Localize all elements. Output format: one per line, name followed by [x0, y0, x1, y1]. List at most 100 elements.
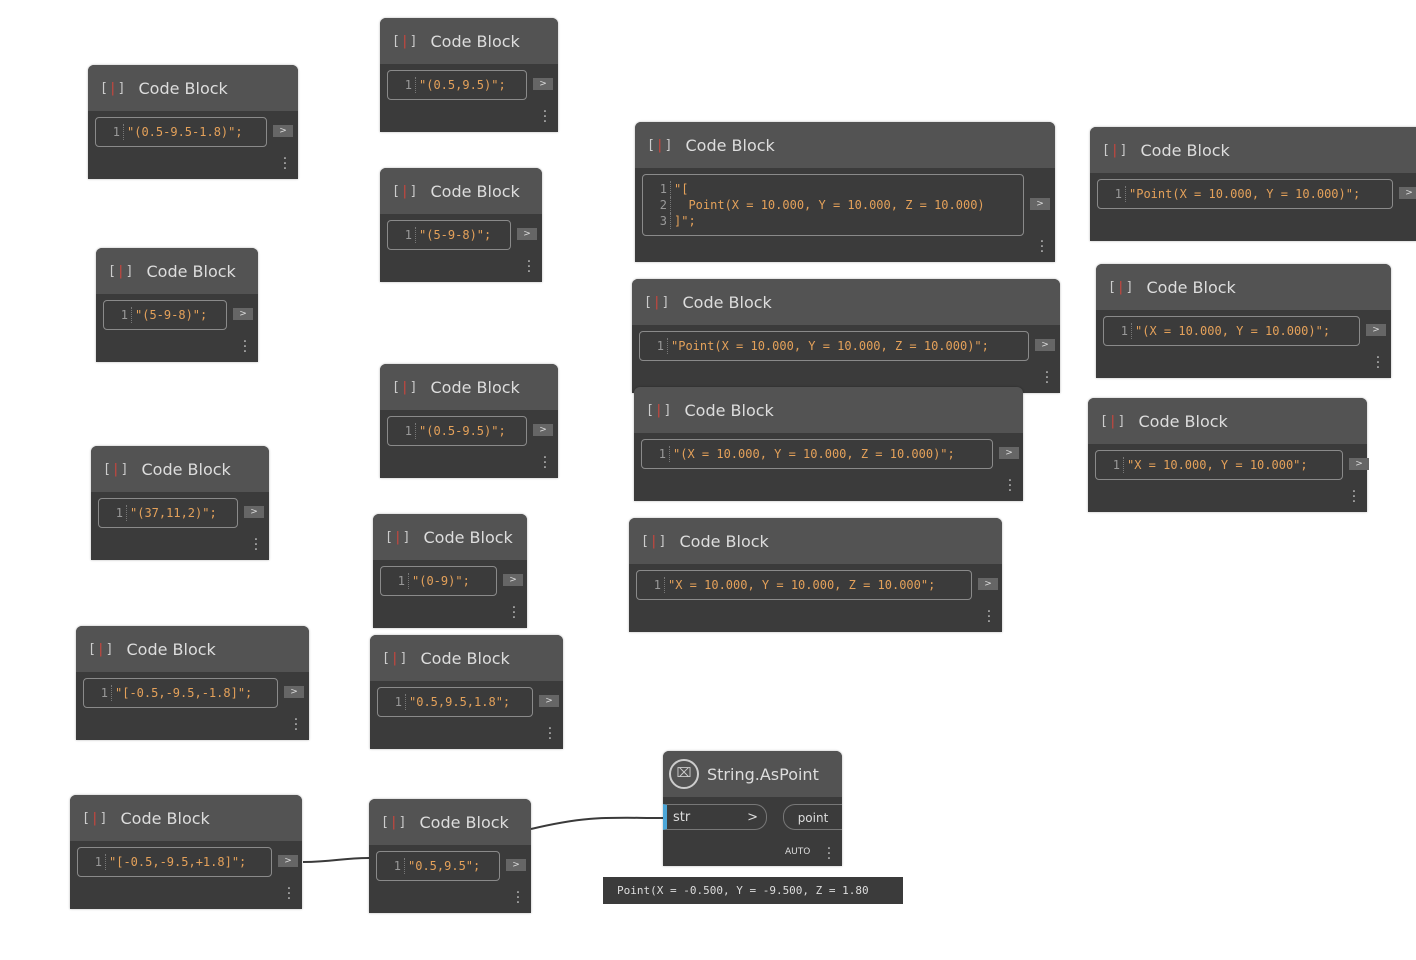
geometry-node-icon: ⌧	[669, 759, 699, 789]
node-menu-icon[interactable]: ···	[986, 604, 992, 630]
output-port[interactable]: >	[1035, 339, 1055, 351]
code-block-node[interactable]: [|]Code Block 1"(X = 10.000, Y = 10.000)…	[1096, 264, 1391, 378]
code-block-node[interactable]: [|]Code Block 1"X = 10.000, Y = 10.000, …	[629, 518, 1002, 632]
node-header[interactable]: ⌧ String.AsPoint	[663, 751, 842, 797]
node-header[interactable]: [|]Code Block	[380, 168, 542, 214]
node-header[interactable]: [|]Code Block	[370, 635, 563, 681]
node-menu-icon[interactable]: ···	[826, 841, 832, 867]
output-port[interactable]: >	[278, 855, 298, 867]
output-port-point[interactable]: point	[783, 804, 842, 830]
code-editor[interactable]: 1"0.5,9.5,1.8";	[377, 687, 533, 717]
node-header[interactable]: [|]Code Block	[629, 518, 1002, 564]
code-editor[interactable]: 1"(X = 10.000, Y = 10.000)";	[1103, 316, 1360, 346]
output-port[interactable]: >	[533, 78, 553, 90]
node-header[interactable]: [|]Code Block	[635, 122, 1055, 168]
output-port[interactable]: >	[503, 574, 523, 586]
node-menu-icon[interactable]: ···	[542, 450, 548, 476]
node-menu-icon[interactable]: ···	[1044, 365, 1050, 391]
node-menu-icon[interactable]: ···	[511, 600, 517, 626]
code-block-node[interactable]: [|]Code Block 1"(37,11,2)"; > ···	[91, 446, 269, 560]
output-port[interactable]: >	[1399, 187, 1416, 199]
output-port[interactable]: >	[978, 578, 998, 590]
code-block-node[interactable]: [|]Code Block 1"(0.5-9.5-1.8)"; > ···	[88, 65, 298, 179]
node-menu-icon[interactable]: ···	[526, 254, 532, 280]
node-menu-icon[interactable]: ···	[1039, 234, 1045, 260]
node-header[interactable]: [|]Code Block	[88, 65, 298, 111]
node-header[interactable]: [|]Code Block	[373, 514, 527, 560]
node-menu-icon[interactable]: ···	[1414, 214, 1416, 238]
code-block-node[interactable]: [|]Code Block 1"0.5,9.5"; > ···	[369, 799, 531, 913]
output-port[interactable]: >	[233, 308, 253, 320]
node-menu-icon[interactable]: ···	[1007, 473, 1013, 499]
code-editor[interactable]: 1"[-0.5,-9.5,-1.8]";	[83, 678, 278, 708]
node-menu-icon[interactable]: ···	[547, 721, 553, 747]
code-editor[interactable]: 1"(0.5-9.5-1.8)";	[95, 117, 267, 147]
code-block-node[interactable]: [|]Code Block 1"(0.5,9.5)"; > ···	[380, 18, 558, 132]
node-header[interactable]: [|]Code Block	[91, 446, 269, 492]
node-header[interactable]: [|]Code Block	[1088, 398, 1367, 444]
node-header[interactable]: [|]Code Block	[1090, 127, 1416, 173]
code-block-node[interactable]: [|]Code Block 1"Point(X = 10.000, Y = 10…	[1090, 127, 1416, 241]
code-editor[interactable]: 1"(0.5,9.5)";	[387, 70, 527, 100]
output-port[interactable]: >	[244, 506, 264, 518]
code-editor[interactable]: 1"[2 Point(X = 10.000, Y = 10.000, Z = 1…	[642, 174, 1024, 236]
code-editor[interactable]: 1"Point(X = 10.000, Y = 10.000, Z = 10.0…	[639, 331, 1029, 361]
output-port[interactable]: >	[1366, 324, 1386, 336]
node-header[interactable]: [|]Code Block	[634, 387, 1023, 433]
code-editor[interactable]: 1"(5-9-8)";	[387, 220, 511, 250]
output-port[interactable]: >	[1349, 458, 1369, 470]
node-menu-icon[interactable]: ···	[542, 104, 548, 130]
output-port[interactable]: >	[1030, 198, 1050, 210]
output-port[interactable]: >	[517, 228, 537, 240]
output-port[interactable]: >	[506, 859, 526, 871]
code-block-node[interactable]: [|]Code Block 1"[-0.5,-9.5,+1.8]"; > ···	[70, 795, 302, 909]
node-header[interactable]: [|]Code Block	[632, 279, 1060, 325]
node-header[interactable]: [|]Code Block	[76, 626, 309, 672]
input-port-str[interactable]: str >	[663, 804, 767, 830]
code-line: 1"Point(X = 10.000, Y = 10.000, Z = 10.0…	[640, 338, 1020, 354]
output-port[interactable]: >	[999, 447, 1019, 459]
code-editor[interactable]: 1"(37,11,2)";	[98, 498, 238, 528]
output-port[interactable]: >	[539, 695, 559, 707]
code-block-node[interactable]: [|]Code Block 1"[2 Point(X = 10.000, Y =…	[635, 122, 1055, 262]
code-block-node[interactable]: [|]Code Block 1"0.5,9.5,1.8"; > ···	[370, 635, 563, 749]
code-block-node[interactable]: [|]Code Block 1"(0.5-9.5)"; > ···	[380, 364, 558, 478]
code-editor[interactable]: 1"(0-9)";	[380, 566, 497, 596]
node-header[interactable]: [|]Code Block	[380, 18, 558, 64]
node-menu-icon[interactable]: ···	[242, 334, 248, 360]
code-block-node[interactable]: [|]Code Block 1"Point(X = 10.000, Y = 10…	[632, 279, 1060, 393]
output-port[interactable]: >	[273, 125, 293, 137]
output-port[interactable]: >	[533, 424, 553, 436]
node-menu-icon[interactable]: ···	[1375, 350, 1381, 376]
code-block-node[interactable]: [|]Code Block 1"[-0.5,-9.5,-1.8]"; > ···	[76, 626, 309, 740]
node-header[interactable]: [|]Code Block	[70, 795, 302, 841]
code-editor[interactable]: 1"(5-9-8)";	[103, 300, 227, 330]
output-port[interactable]: >	[284, 686, 304, 698]
node-header[interactable]: [|]Code Block	[96, 248, 258, 294]
code-block-node[interactable]: [|]Code Block 1"X = 10.000, Y = 10.000";…	[1088, 398, 1369, 512]
code-block-node[interactable]: [|]Code Block 1"(0-9)"; > ···	[373, 514, 527, 628]
code-editor[interactable]: 1"X = 10.000, Y = 10.000, Z = 10.000";	[636, 570, 972, 600]
node-menu-icon[interactable]: ···	[286, 881, 292, 907]
code-editor[interactable]: 1"Point(X = 10.000, Y = 10.000)";	[1097, 179, 1393, 209]
node-menu-icon[interactable]: ···	[282, 151, 288, 177]
code-editor[interactable]: 1"(0.5-9.5)";	[387, 416, 527, 446]
code-editor[interactable]: 1"[-0.5,-9.5,+1.8]";	[77, 847, 272, 877]
node-header[interactable]: [|]Code Block	[369, 799, 531, 845]
code-block-node[interactable]: [|]Code Block 1"(X = 10.000, Y = 10.000,…	[634, 387, 1023, 501]
string-as-point-node[interactable]: ⌧ String.AsPoint str > point AUTO ···	[663, 751, 842, 866]
code-editor[interactable]: 1"(X = 10.000, Y = 10.000, Z = 10.000)";	[641, 439, 993, 469]
node-menu-icon[interactable]: ···	[253, 532, 259, 558]
node-header[interactable]: [|]Code Block	[1096, 264, 1391, 310]
code-block-node[interactable]: [|]Code Block 1"(5-9-8)"; > ···	[380, 168, 542, 282]
code-editor[interactable]: 1"X = 10.000, Y = 10.000";	[1095, 450, 1343, 480]
code-editor[interactable]: 1"0.5,9.5";	[376, 851, 500, 881]
node-menu-icon[interactable]: ···	[293, 712, 299, 738]
node-menu-icon[interactable]: ···	[1351, 484, 1357, 510]
code-block-icon: [|]	[382, 650, 409, 666]
code-block-node[interactable]: [|]Code Block 1"(5-9-8)"; > ···	[96, 248, 258, 362]
node-menu-icon[interactable]: ···	[515, 885, 521, 911]
node-header[interactable]: [|]Code Block	[380, 364, 558, 410]
